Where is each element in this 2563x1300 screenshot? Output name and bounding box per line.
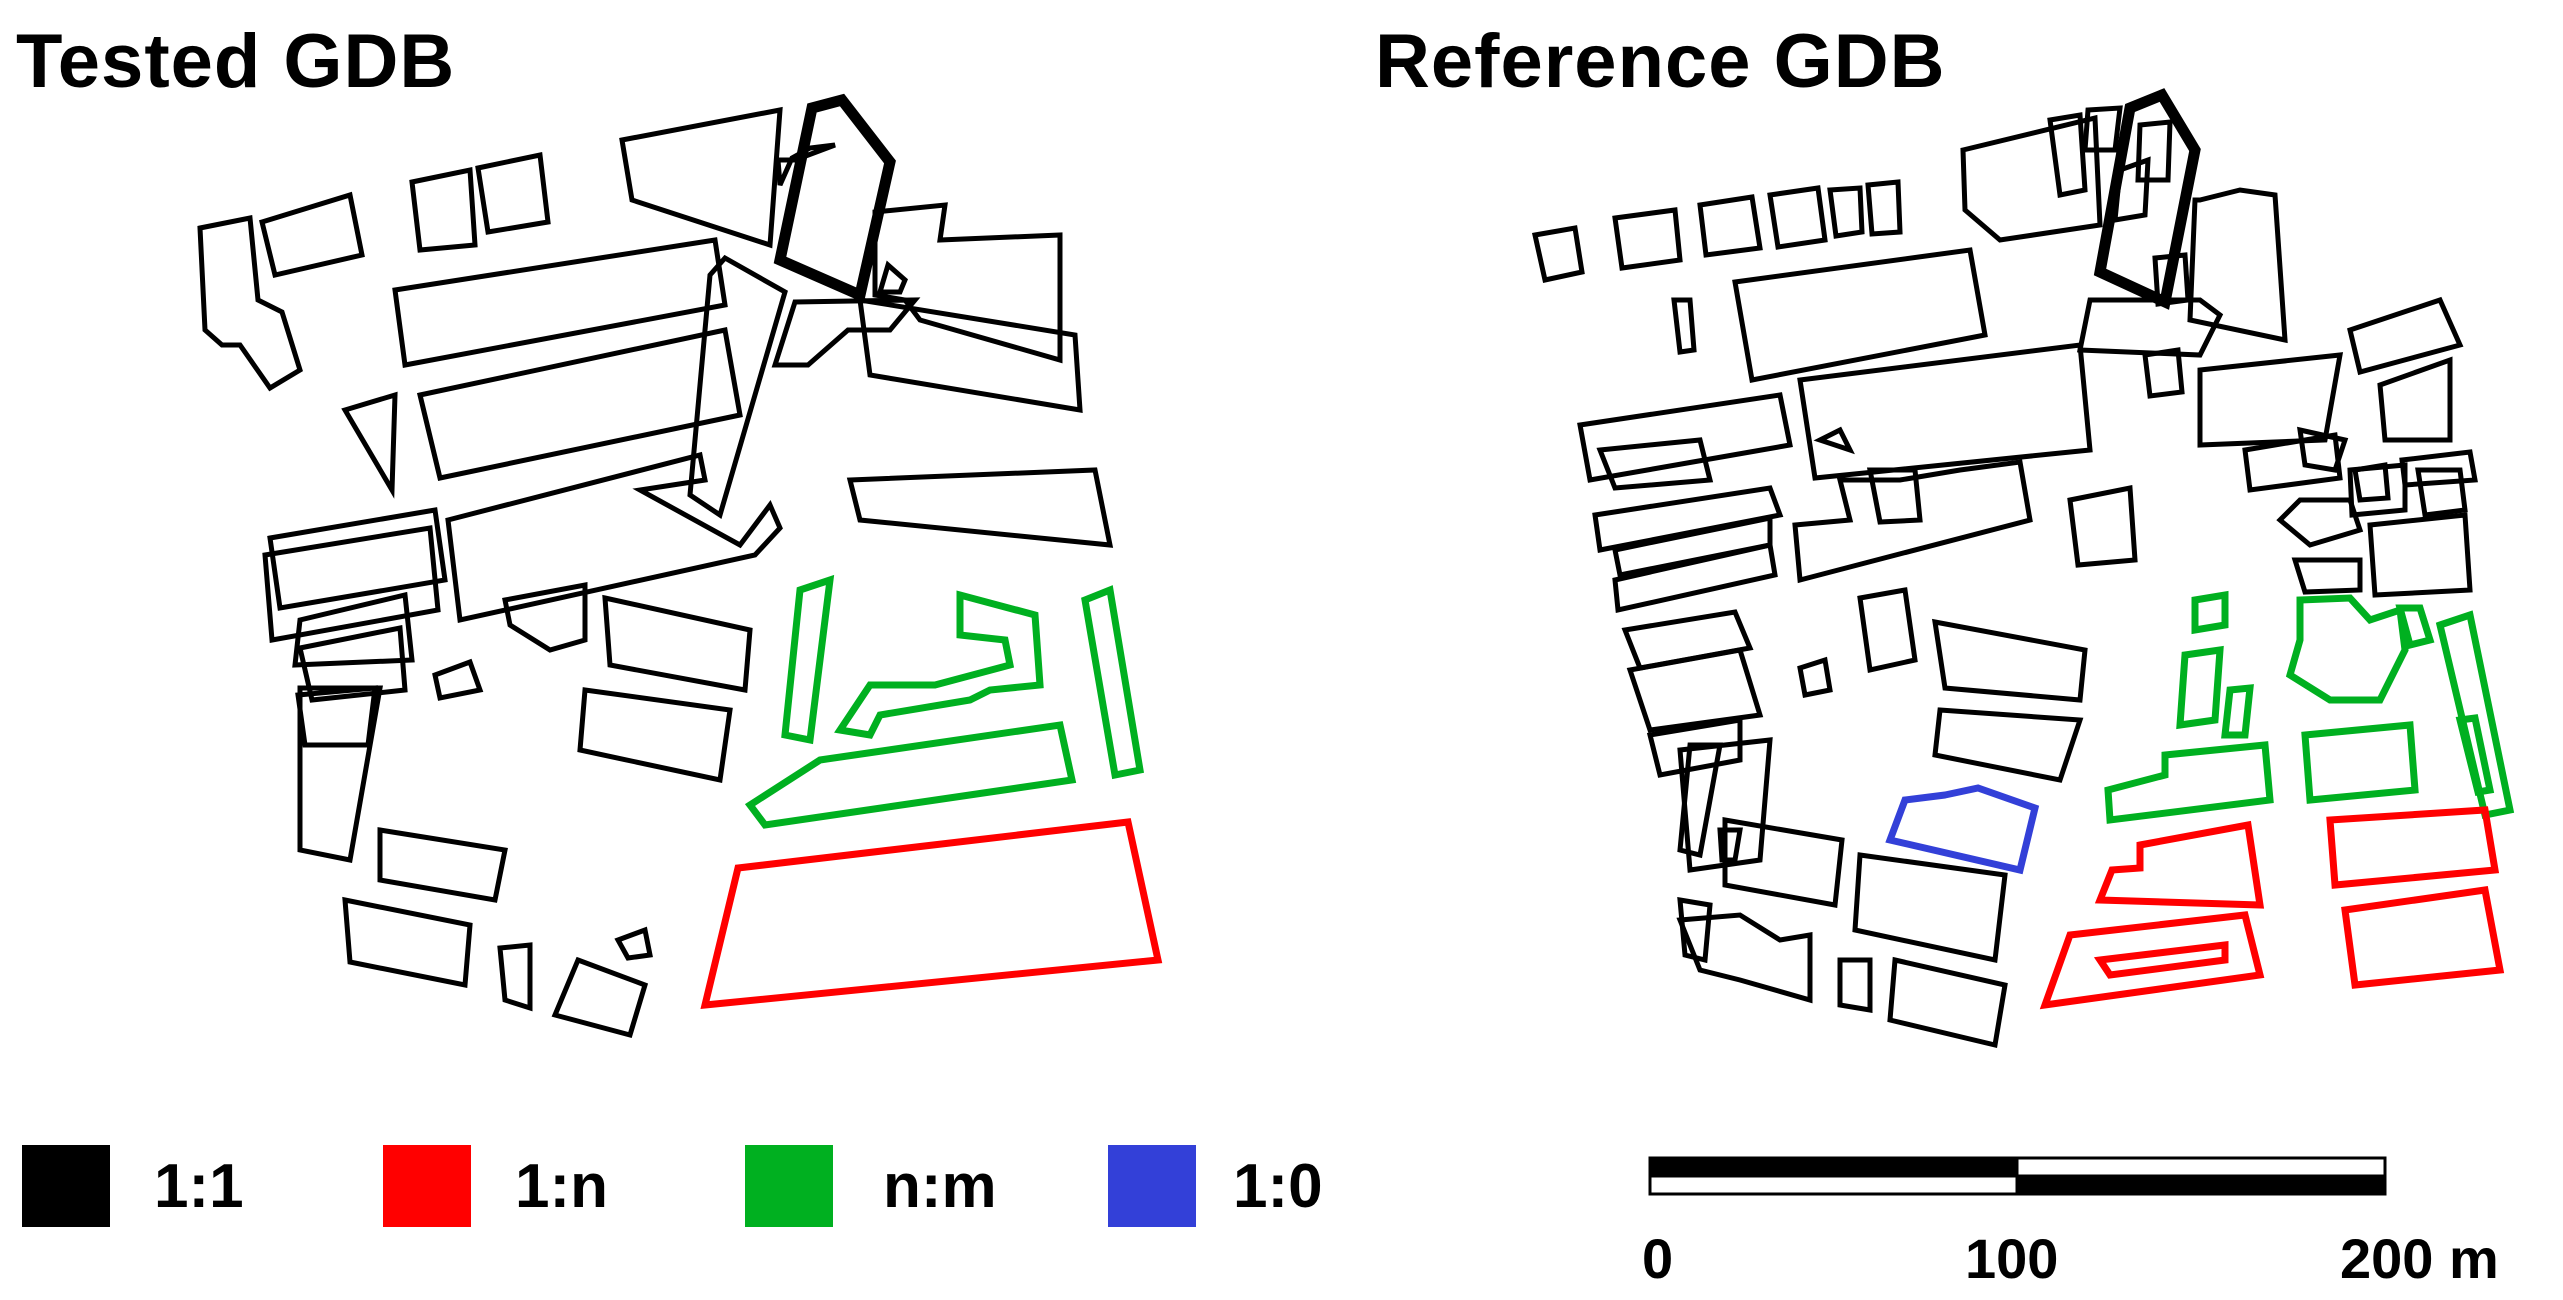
reference-match-1-0 [1885, 784, 2040, 875]
legend-swatch-1-n [383, 1145, 471, 1227]
legend-swatch-1-1 [22, 1145, 110, 1227]
reference-match-1-1 [2093, 88, 2201, 310]
reference-gdb-map [1531, 88, 2515, 1049]
reference-gdb-title: Reference GDB [1375, 19, 1946, 104]
tested-gdb-map [197, 93, 1163, 1039]
tested-match-1-1 [773, 93, 896, 303]
tested-match-1-n [700, 818, 1163, 1009]
legend-swatch-n-m [745, 1145, 833, 1227]
scale-label-200: 200 m [2340, 1227, 2499, 1290]
scale-label-100: 100 [1965, 1227, 2059, 1290]
tested-unmatched-blocks [197, 106, 1114, 1039]
tested-gdb-title: Tested GDB [16, 19, 456, 104]
legend-label-1-1: 1:1 [154, 1152, 244, 1221]
scale-label-0: 0 [1642, 1227, 1674, 1290]
tested-match-n-m [744, 574, 1145, 829]
reference-match-n-m [2104, 590, 2515, 824]
legend-label-1-0: 1:0 [1233, 1152, 1323, 1221]
reference-match-1-n [2039, 806, 2505, 1010]
legend-swatch-1-0 [1108, 1145, 1196, 1227]
reference-unmatched-blocks [1531, 105, 2478, 1049]
scale-bar [1648, 1156, 2387, 1196]
legend-label-n-m: n:m [883, 1152, 997, 1221]
legend-label-1-n: 1:n [515, 1152, 608, 1221]
